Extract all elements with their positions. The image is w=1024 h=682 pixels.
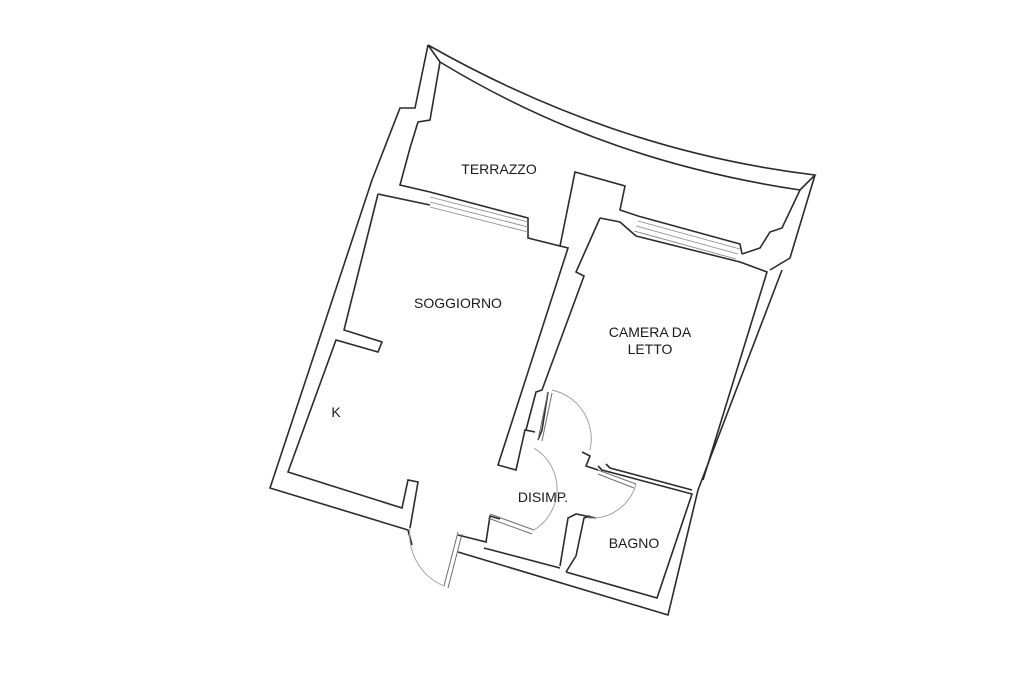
terrace-living-wall: [377, 170, 639, 247]
bedroom-door: [537, 389, 592, 451]
bath-walls: [559, 451, 693, 573]
terrace-bedroom-wall: [633, 215, 743, 263]
terrace-outline: [371, 44, 817, 271]
label-camera-line2: LETTO: [628, 341, 673, 357]
label-cucina: K: [331, 404, 341, 420]
label-terrazzo: TERRAZZO: [461, 161, 537, 177]
living-bedroom-wall: [496, 217, 637, 471]
bathroom-door: [587, 469, 637, 519]
label-soggiorno: SOGGIORNO: [414, 295, 502, 311]
label-disimpegno: DISIMP.: [518, 489, 568, 505]
label-camera-line1: CAMERA DA: [609, 324, 692, 340]
disimpegno-door: [487, 447, 558, 535]
label-bagno: BAGNO: [609, 535, 660, 551]
entrance-door: [409, 527, 463, 589]
